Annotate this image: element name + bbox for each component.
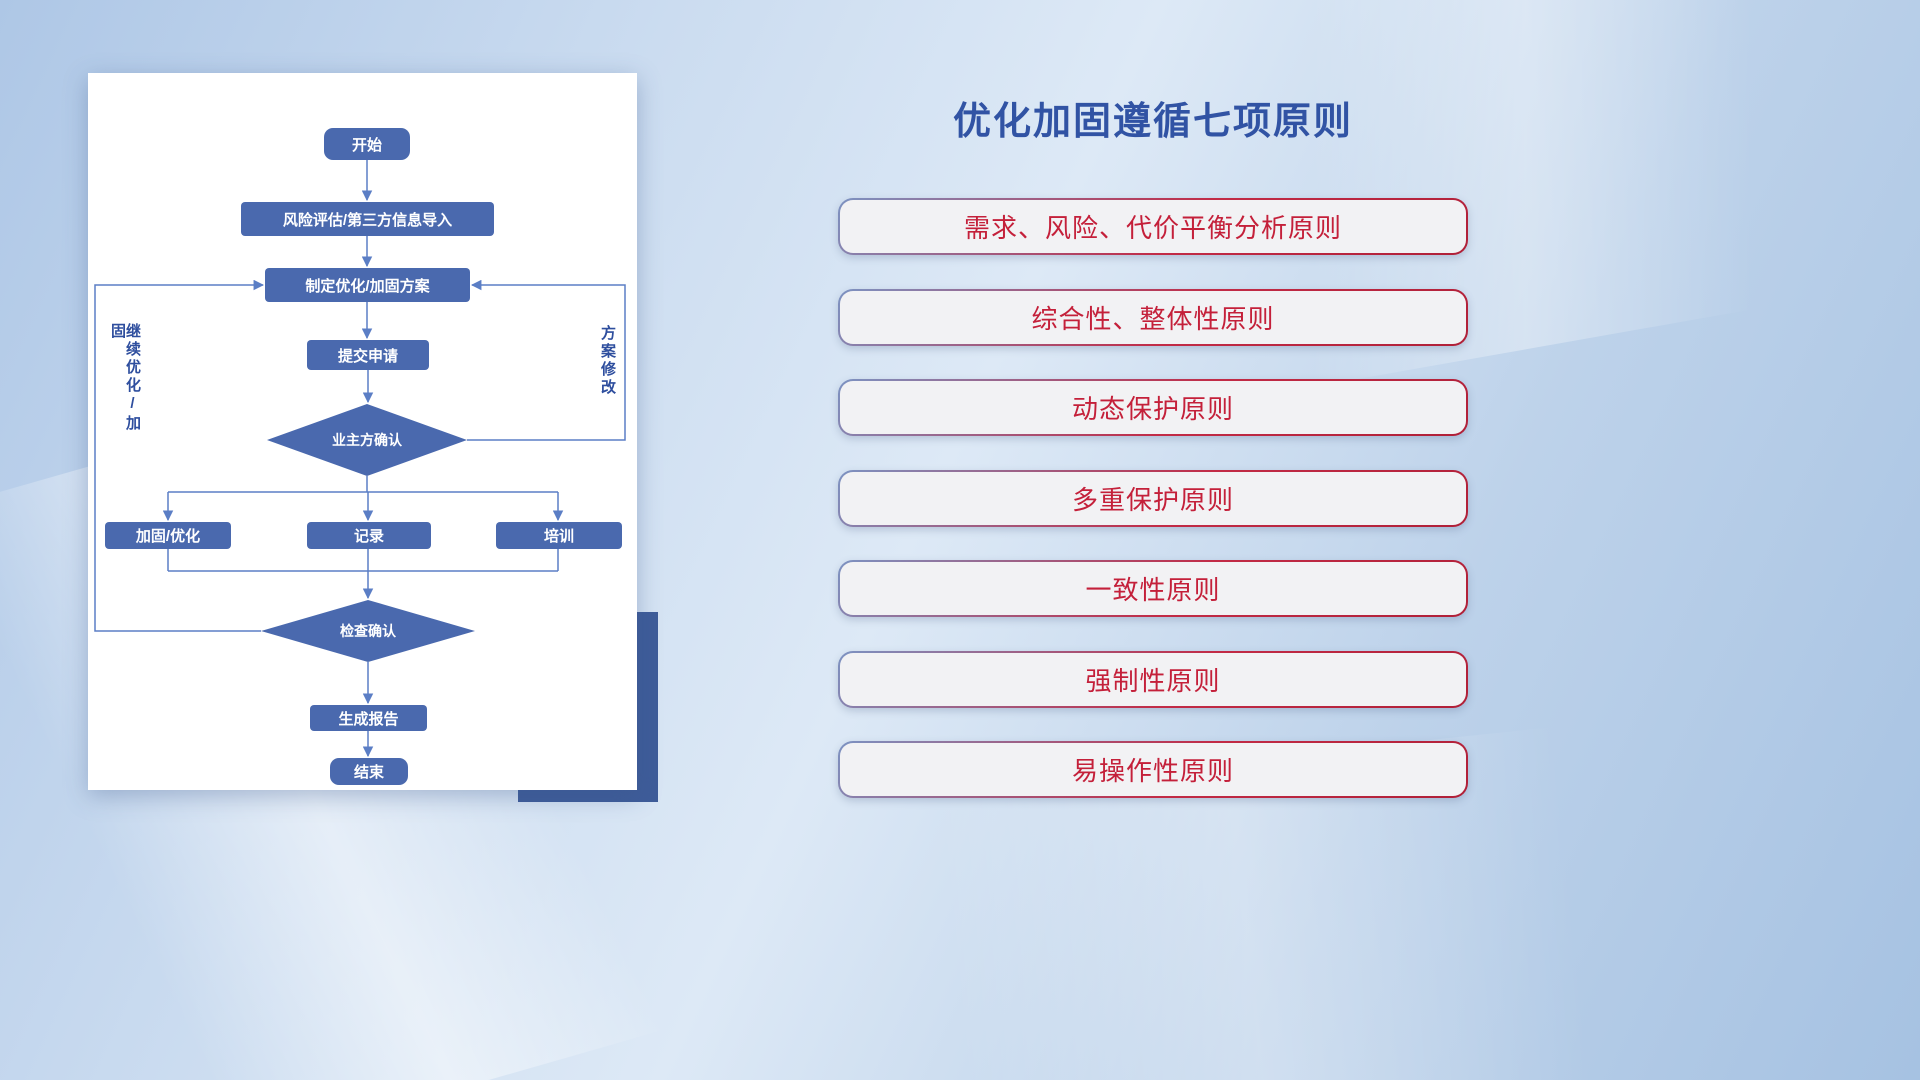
flowchart-panel: 开始 风险评估/第三方信息导入 制定优化/加固方案 提交申请 业主方确认 加固/… [88,73,637,790]
flow-node-end: 结束 [330,758,408,785]
flow-node-start: 开始 [324,128,410,160]
flow-node-check-confirm-label: 检查确认 [340,623,396,639]
principle-pill: 动态保护原则 [838,379,1468,436]
flow-node-plan: 制定优化/加固方案 [265,268,470,302]
edge-label-continue-optimize: 继续优化/加固 [109,323,141,433]
principle-label: 强制性原则 [840,652,1466,706]
principles-list: 需求、风险、代价平衡分析原则 综合性、整体性原则 动态保护原则 多重保护原则 一… [838,198,1468,798]
principle-label: 需求、风险、代价平衡分析原则 [840,200,1466,253]
decision-diamond-owner-confirm [267,404,467,476]
principle-pill: 多重保护原则 [838,469,1468,527]
principle-pill: 易操作性原则 [838,741,1468,798]
principle-label: 多重保护原则 [840,471,1466,525]
principle-pill: 综合性、整体性原则 [838,288,1468,346]
principle-label: 动态保护原则 [840,381,1466,434]
decision-diamond-check-confirm [261,600,475,662]
flow-node-record: 记录 [307,522,431,549]
edge-label-plan-revision: 方案修改 [599,325,616,397]
principle-label: 综合性、整体性原则 [840,290,1466,344]
principle-label: 一致性原则 [840,562,1466,615]
flow-node-submit: 提交申请 [307,340,429,370]
page-title: 优化加固遵循七项原则 [952,101,1353,143]
principle-label: 易操作性原则 [840,743,1466,796]
flowchart-connectors [94,160,626,758]
principle-pill: 强制性原则 [838,650,1468,708]
flow-node-owner-confirm-label: 业主方确认 [332,432,402,448]
principle-pill: 一致性原则 [838,560,1468,617]
flow-node-risk-import: 风险评估/第三方信息导入 [241,202,494,236]
flow-node-report: 生成报告 [310,705,427,731]
principle-pill: 需求、风险、代价平衡分析原则 [838,198,1468,255]
flow-node-training: 培训 [496,522,622,549]
flow-node-reinforce: 加固/优化 [105,522,231,549]
